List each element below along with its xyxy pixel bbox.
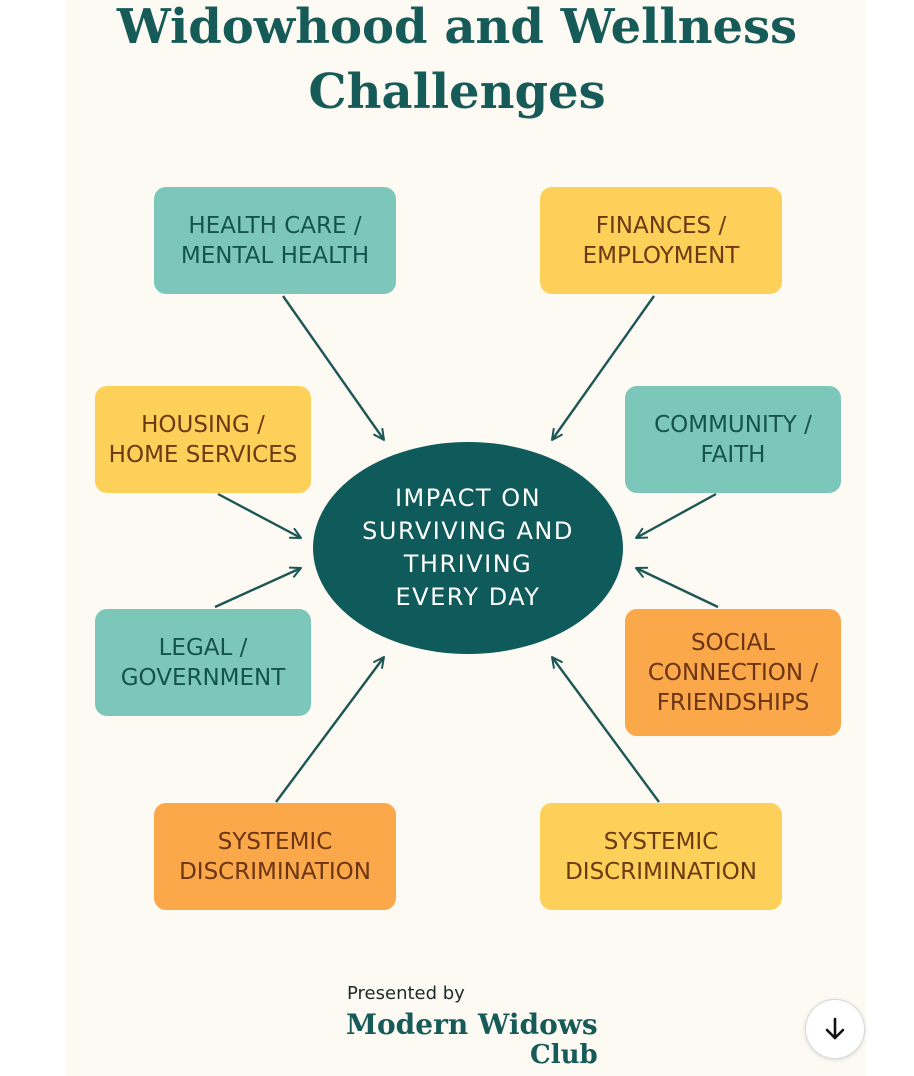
presented-by-label: Presented by	[347, 983, 465, 1004]
box-label-line: HEALTH CARE /	[188, 212, 362, 239]
box-label-line: MENTAL HEALTH	[180, 242, 370, 269]
arrow-systemic-right	[551, 656, 660, 803]
center-label-line: IMPACT ON	[394, 484, 542, 512]
box-label-line: DISCRIMINATION	[565, 858, 757, 885]
box-systemic-discrimination-left: SYSTEMIC DISCRIMINATION	[154, 803, 396, 910]
center-label-line: SURVIVING AND	[362, 517, 574, 545]
center-label-line: THRIVING	[403, 550, 533, 578]
box-systemic-discrimination-right: SYSTEMIC DISCRIMINATION	[540, 803, 782, 910]
box-label-line: GOVERNMENT	[120, 664, 286, 691]
box-label-line: SYSTEMIC	[603, 828, 719, 855]
arrow-systemic-left	[275, 656, 385, 803]
arrow-health	[282, 295, 385, 441]
box-community-faith: COMMUNITY / FAITH	[625, 386, 841, 493]
box-label-line: FAITH	[700, 441, 766, 468]
arrow-finances	[551, 295, 655, 441]
center-impact-ellipse: IMPACT ON SURVIVING AND THRIVING EVERY D…	[313, 442, 623, 654]
box-label-line: EMPLOYMENT	[582, 242, 740, 269]
box-housing-home-services: HOUSING / HOME SERVICES	[95, 386, 311, 493]
arrow-community	[635, 492, 717, 540]
center-label-line: EVERY DAY	[395, 583, 541, 611]
box-finances-employment: FINANCES / EMPLOYMENT	[540, 187, 782, 294]
box-label-line: SOCIAL	[690, 629, 776, 656]
box-label-line: HOME SERVICES	[108, 441, 298, 468]
box-health-care-mental-health: HEALTH CARE / MENTAL HEALTH	[154, 187, 396, 294]
box-label-line: LEGAL /	[158, 634, 248, 661]
box-label-line: HOUSING /	[141, 411, 265, 438]
box-label-line: SYSTEMIC	[217, 828, 333, 855]
arrow-legal	[214, 566, 302, 609]
scroll-down-button[interactable]	[805, 999, 865, 1059]
page-title-line-2: Challenges	[308, 64, 606, 120]
box-social-connection-friendships: SOCIAL CONNECTION / FRIENDSHIPS	[625, 609, 841, 736]
box-label-line: FRIENDSHIPS	[656, 689, 810, 716]
box-label-line: DISCRIMINATION	[179, 858, 371, 885]
arrow-housing	[217, 492, 302, 540]
box-label-line: CONNECTION /	[647, 659, 819, 686]
arrow-social	[635, 566, 719, 609]
brand-logo-text: Modern Widows	[346, 1008, 598, 1041]
arrow-down-icon	[825, 1017, 845, 1040]
box-legal-government: LEGAL / GOVERNMENT	[95, 609, 311, 716]
box-label-line: COMMUNITY /	[654, 411, 812, 438]
page-title-line-1: Widowhood and Wellness	[116, 0, 798, 55]
box-label-line: FINANCES /	[595, 212, 727, 239]
brand-logo-text-club: Club	[530, 1040, 598, 1070]
